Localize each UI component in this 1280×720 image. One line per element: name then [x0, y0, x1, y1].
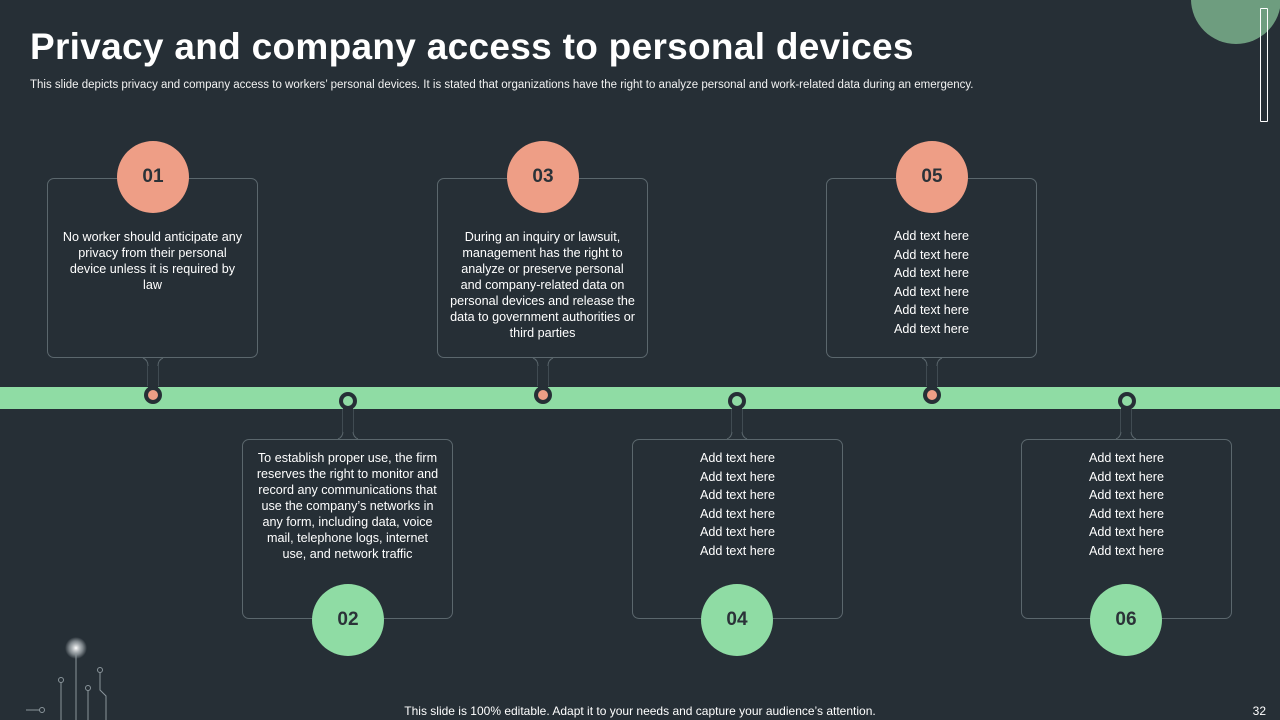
list-item: Add text here — [1089, 451, 1164, 465]
list-item: Add text here — [700, 451, 775, 465]
placeholder-list: Add text here Add text here Add text her… — [827, 227, 1036, 339]
list-item: Add text here — [700, 506, 775, 521]
page-number: 32 — [1252, 704, 1266, 718]
step-badge-05: 05 — [896, 141, 968, 213]
slide-title: Privacy and company access to personal d… — [30, 26, 914, 67]
step-card-02: To establish proper use, the firm reserv… — [242, 439, 453, 619]
list-item: Add text here — [894, 284, 969, 299]
step-badge-06: 06 — [1090, 584, 1162, 656]
timeline-band — [0, 387, 1280, 409]
circuit-decoration-icon — [26, 637, 107, 720]
list-item: Add text here — [894, 303, 969, 318]
footer-note: This slide is 100% editable. Adapt it to… — [404, 704, 876, 718]
placeholder-list: Add text here Add text here Add text her… — [633, 449, 842, 561]
list-item: Add text here — [1089, 488, 1164, 503]
slide-subtitle: This slide depicts privacy and company a… — [30, 79, 974, 91]
list-item: Add text here — [700, 469, 775, 484]
step-text: To establish proper use, the firm reserv… — [256, 451, 439, 561]
placeholder-list: Add text here Add text here Add text her… — [1022, 449, 1231, 561]
list-item: Add text here — [894, 229, 969, 243]
step-badge-03: 03 — [507, 141, 579, 213]
step-badge-02: 02 — [312, 584, 384, 656]
list-item: Add text here — [1089, 506, 1164, 521]
step-badge-04: 04 — [701, 584, 773, 656]
list-item: Add text here — [894, 321, 969, 336]
step-text: During an inquiry or lawsuit, management… — [450, 230, 635, 340]
list-item: Add text here — [700, 488, 775, 503]
list-item: Add text here — [894, 266, 969, 281]
decorative-bar — [1260, 8, 1268, 122]
list-item: Add text here — [700, 543, 775, 558]
list-item: Add text here — [700, 525, 775, 540]
list-item: Add text here — [894, 247, 969, 262]
step-text: No worker should anticipate any privacy … — [62, 230, 243, 292]
list-item: Add text here — [1089, 543, 1164, 558]
step-badge-01: 01 — [117, 141, 189, 213]
list-item: Add text here — [1089, 469, 1164, 484]
list-item: Add text here — [1089, 525, 1164, 540]
